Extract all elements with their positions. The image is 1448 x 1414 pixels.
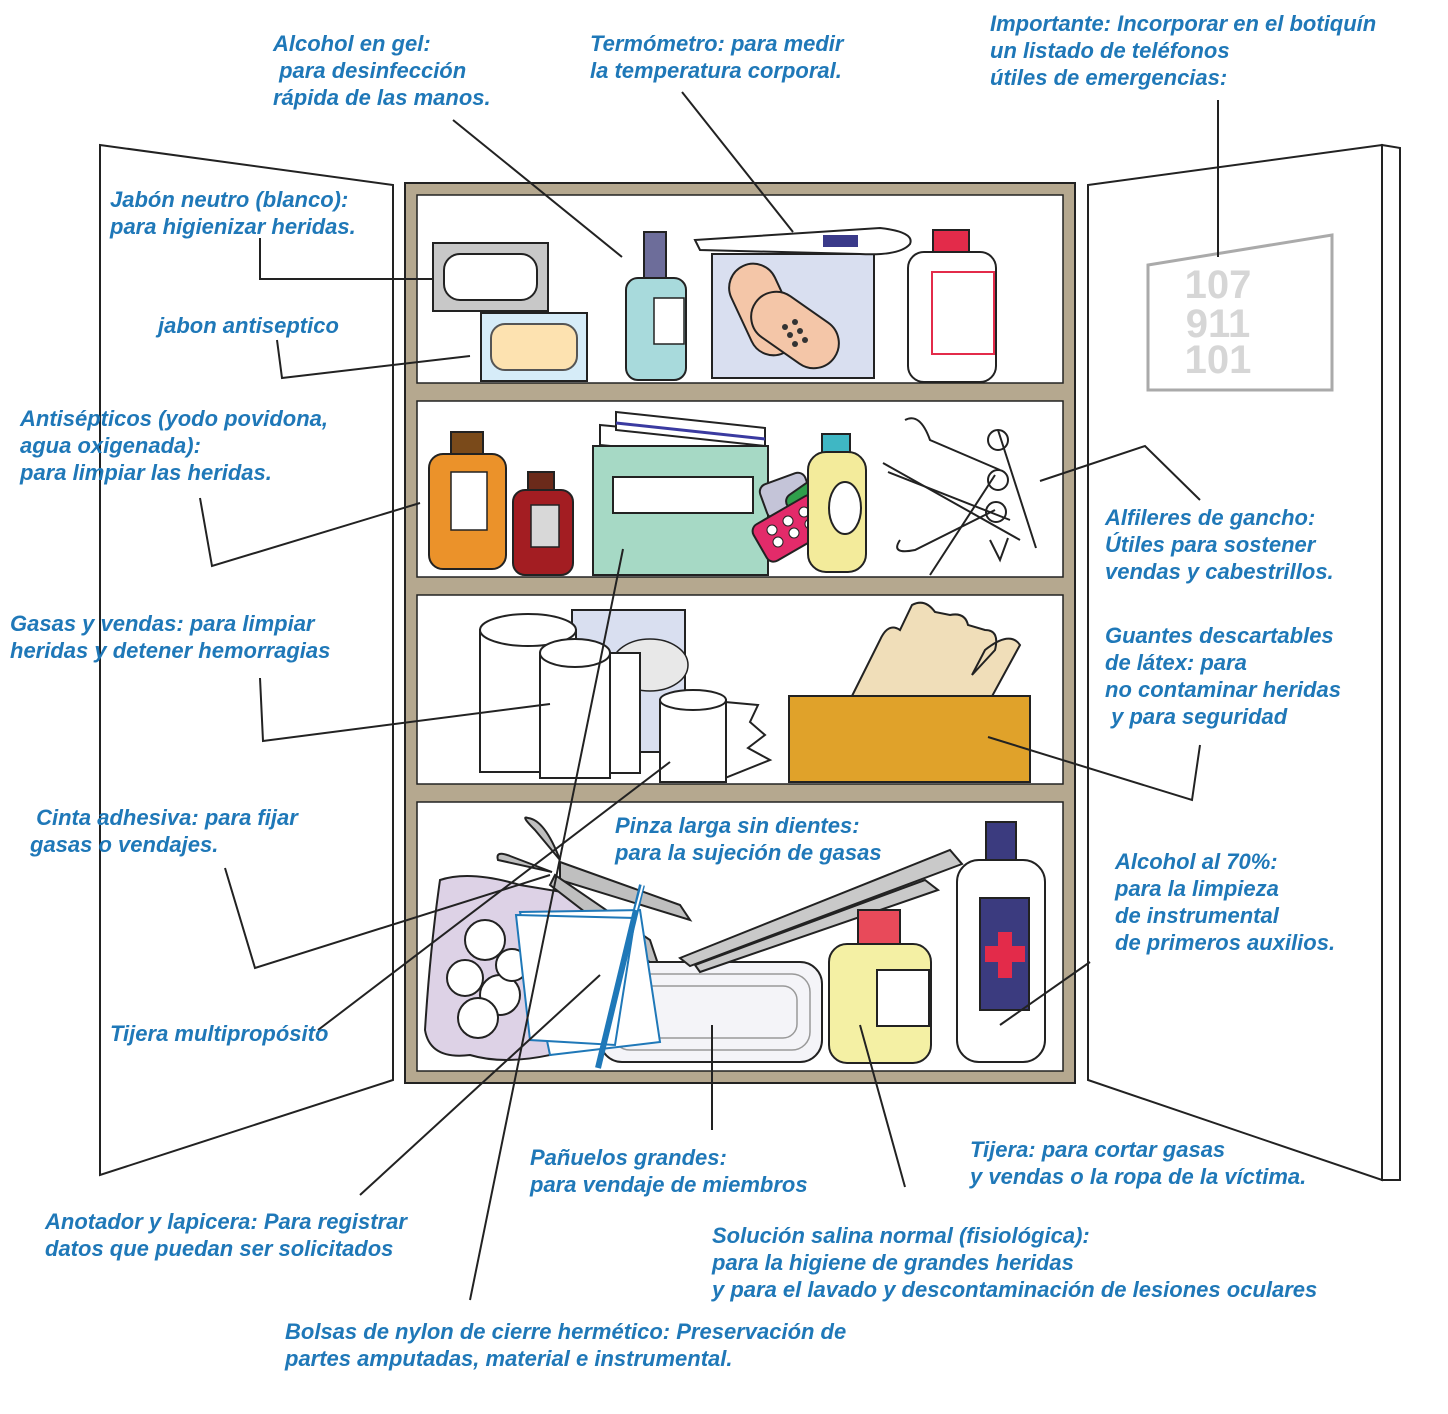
label-antiseptics: Antisépticos (yodo povidona, agua oxigen… (20, 406, 329, 485)
label-large-handkerchiefs: Pañuelos grandes: para vendaje de miembr… (530, 1145, 808, 1197)
gauze-box (592, 410, 769, 576)
label-alcohol-gel: Alcohol en gel: para desinfección rápida… (273, 31, 491, 110)
antiseptic-soap (480, 312, 588, 382)
label-gauze-bandages: Gasas y vendas: para limpiar heridas y d… (10, 611, 331, 663)
yellow-bottle (807, 433, 867, 573)
label-tweezers: Pinza larga sin dientes: para la sujeció… (615, 813, 882, 865)
alcohol-70-bottle (956, 821, 1046, 1063)
gloves-box (788, 695, 1031, 783)
emergency-phone-card: 107 911 101 (1146, 233, 1334, 392)
bandage-rolls (479, 613, 641, 779)
iodine-bottle (428, 431, 507, 570)
label-safety-pins: Alfileres de gancho: Útiles para sostene… (1105, 505, 1334, 584)
adhesive-tape-roll (659, 689, 773, 783)
phone-number-1: 107 (1185, 263, 1252, 307)
thermometer (693, 226, 912, 256)
latex-gloves (848, 601, 1022, 701)
left-door (99, 143, 394, 1177)
long-tweezers (678, 848, 964, 974)
pointer-lines (199, 91, 1219, 1301)
label-adhesive-tape: Cinta adhesiva: para fijar gasas o venda… (30, 805, 298, 857)
white-bottle (907, 229, 997, 383)
label-notepad-pen: Anotador y lapicera: Para registrar dato… (45, 1209, 407, 1261)
peroxide-bottle (512, 471, 574, 576)
neutral-soap (432, 242, 549, 312)
label-saline-solution: Solución salina normal (fisiológica): pa… (712, 1223, 1318, 1302)
label-important-phones: Importante: Incorporar en el botiquín un… (990, 11, 1377, 90)
notepad-and-pen (514, 879, 662, 1069)
label-antiseptic-soap: jabon antiseptico (158, 313, 339, 338)
label-scissors: Tijera: para cortar gasas y vendas o la … (970, 1137, 1307, 1189)
label-gloves: Guantes descartables de látex: para no c… (1105, 623, 1341, 729)
label-multipurpose-scissors: Tijera multipropósito (110, 1021, 329, 1046)
phone-number-2: 911 (1186, 302, 1251, 346)
phone-number-3: 101 (1185, 338, 1252, 382)
safety-pins (882, 417, 1037, 576)
alcohol-gel-bottle (625, 231, 687, 381)
label-alcohol-70: Alcohol al 70%: para la limpieza de inst… (1115, 849, 1336, 955)
label-neutral-soap: Jabón neutro (blanco): para higienizar h… (110, 187, 356, 239)
saline-solution-bottle (828, 909, 932, 1064)
label-thermometer: Termómetro: para medir la temperatura co… (590, 31, 844, 83)
band-aids-box (711, 253, 875, 379)
label-nylon-bags: Bolsas de nylon de cierre hermético: Pre… (285, 1319, 847, 1371)
right-door (1087, 143, 1401, 1182)
